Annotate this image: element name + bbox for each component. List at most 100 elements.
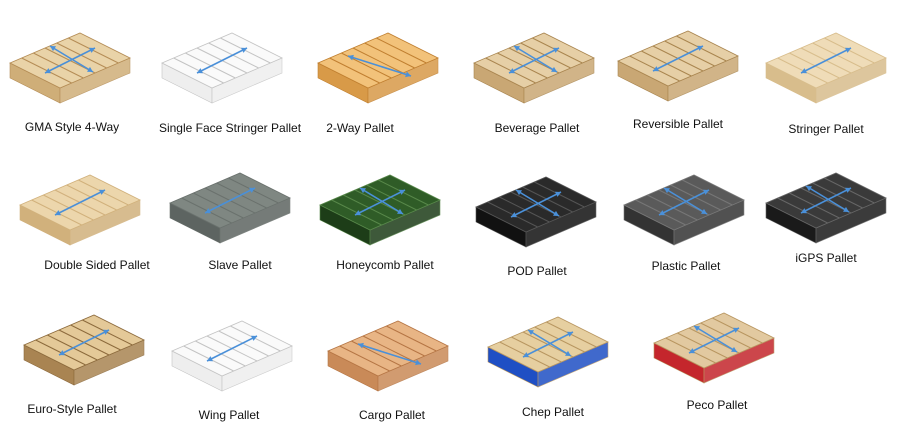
pallet-slat-line: [487, 201, 538, 228]
pallet-label: 2-Way Pallet: [326, 121, 394, 135]
arrow-head: [697, 45, 703, 51]
pallet-igps: [756, 158, 896, 248]
arrow-head: [659, 210, 665, 216]
pallet-label: iGPS Pallet: [795, 251, 857, 265]
arrow-head: [348, 54, 354, 61]
pallet-beverage: [464, 18, 604, 108]
pallet-image: [765, 172, 887, 244]
pallet-chep: [478, 302, 618, 392]
arrow-line: [522, 331, 574, 358]
arrow-line: [800, 187, 852, 214]
pallet-label: Reversible Pallet: [632, 117, 724, 131]
pallet-slat-line: [339, 345, 390, 372]
arrow-head: [55, 210, 61, 216]
arrow-head: [89, 47, 95, 53]
arrow-head: [87, 66, 93, 72]
arrow-line: [805, 185, 850, 213]
arrow-line: [508, 47, 560, 74]
arrow-head: [99, 189, 105, 195]
arrow-head: [103, 329, 109, 335]
pallet-slat-line: [68, 37, 119, 64]
arrow-head: [205, 208, 211, 214]
pallet-single-face: [152, 18, 292, 108]
pallet-slat-line: [329, 57, 380, 84]
pallet-label: Peco Pallet: [686, 398, 748, 412]
pallet-image: [23, 314, 145, 386]
arrow-head: [551, 66, 557, 72]
pallet-slat-line: [676, 35, 727, 62]
arrow-line: [688, 327, 740, 354]
pallet-wing: [162, 306, 302, 396]
pallet-label: Chep Pallet: [521, 405, 585, 419]
arrow-line: [357, 343, 422, 365]
pallet-image: [19, 174, 141, 246]
arrow-line: [510, 191, 562, 218]
arrow-head: [249, 187, 255, 193]
pallet-slat-line: [777, 57, 828, 84]
arrow-head: [397, 208, 403, 214]
arrow-line: [513, 45, 558, 73]
arrow-head: [45, 68, 51, 74]
pallet-slat-line: [82, 319, 133, 346]
pallet-stringer: [756, 18, 896, 108]
pallet-gma: [0, 18, 140, 108]
arrow-head: [664, 188, 670, 194]
arrow-head: [694, 326, 700, 332]
pallet-label: Slave Pallet: [208, 258, 272, 272]
pallet-label: Plastic Pallet: [651, 259, 721, 273]
pallet-slat-line: [485, 57, 536, 84]
arrow-head: [801, 208, 807, 214]
arrow-head: [399, 189, 405, 195]
pallet-image: [487, 316, 609, 388]
arrow-head: [516, 190, 522, 196]
pallet-slat-line: [183, 345, 234, 372]
pallet-slat-line: [220, 37, 271, 64]
pallet-slat-line: [376, 37, 427, 64]
pallet-slat-line: [534, 181, 585, 208]
arrow-head: [653, 66, 659, 72]
arrow-line: [49, 45, 94, 73]
arrow-line: [359, 187, 404, 215]
pallet-cargo: [318, 306, 458, 396]
arrow-head: [50, 46, 56, 52]
arrow-head: [241, 47, 247, 53]
arrow-line: [515, 189, 560, 217]
pallet-slat-line: [665, 337, 716, 364]
pallet-slat-line: [378, 179, 429, 206]
arrow-head: [567, 331, 573, 337]
pallet-label: Cargo Pallet: [358, 408, 426, 422]
arrow-head: [251, 335, 257, 341]
arrow-line: [800, 47, 852, 74]
pallet-slat-line: [352, 47, 404, 74]
pallet-label: Single Face Stringer Pallet: [158, 121, 302, 135]
pallet-slat-line: [824, 177, 875, 204]
arrow-line: [663, 187, 708, 215]
arrow-head: [553, 210, 559, 216]
arrow-head: [528, 330, 534, 336]
arrow-head: [415, 359, 421, 366]
pallet-image: [623, 174, 745, 246]
arrow-line: [658, 189, 710, 216]
arrow-head: [845, 187, 851, 193]
arrow-head: [733, 327, 739, 333]
pallet-label: Double Sided Pallet: [44, 258, 150, 272]
pallet-slat-line: [386, 325, 437, 352]
pallet-label: Stringer Pallet: [788, 122, 864, 136]
arrow-head: [689, 348, 695, 354]
pallet-plastic: [614, 160, 754, 250]
pallet-slat-line: [777, 197, 828, 224]
pallet-slat-line: [712, 317, 763, 344]
pallet-slat-line: [21, 57, 72, 84]
pallet-image: [653, 312, 775, 384]
arrow-head: [511, 212, 517, 218]
pallet-slat-line: [374, 330, 425, 357]
arrow-line: [196, 47, 248, 74]
arrow-line: [693, 325, 738, 353]
pallet-image: [169, 172, 291, 244]
arrow-head: [555, 191, 561, 197]
arrow-head: [360, 188, 366, 194]
arrow-head: [806, 186, 812, 192]
pallet-2-way: [308, 18, 448, 108]
arrow-head: [703, 189, 709, 195]
